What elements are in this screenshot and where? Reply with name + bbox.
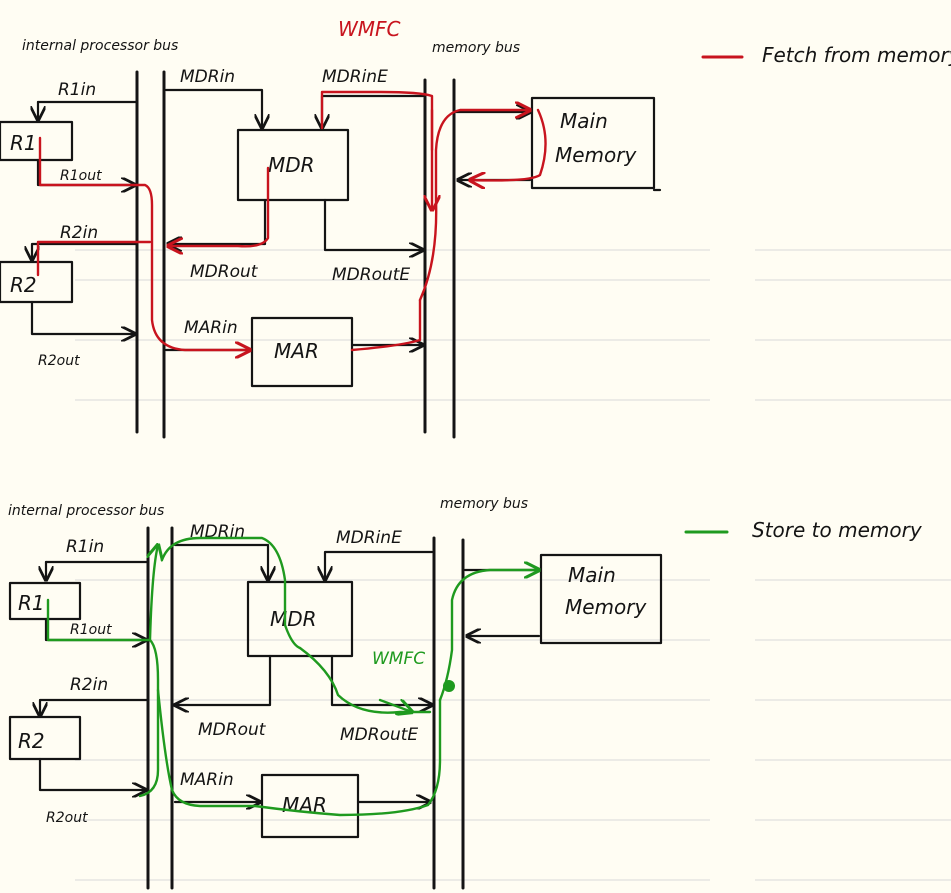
r1out-label: R1out bbox=[60, 168, 102, 184]
store-path-r1 bbox=[46, 598, 160, 798]
r2-label: R2 bbox=[10, 273, 37, 297]
mdrout-label-2: MDRout bbox=[198, 720, 267, 740]
r2in-label-2: R2in bbox=[70, 675, 108, 695]
mar-register bbox=[250, 316, 354, 388]
mdroute-label-2: MDRoutE bbox=[340, 725, 418, 745]
marin-label-2: MARin bbox=[180, 770, 234, 790]
mdrout-label: MDRout bbox=[190, 262, 259, 282]
fetch-path-memory-return bbox=[470, 108, 547, 180]
ruled-lines bbox=[75, 249, 951, 881]
main-memory-2 bbox=[539, 553, 663, 645]
fetch-path-to-r2 bbox=[36, 240, 152, 277]
mdr-register bbox=[236, 128, 350, 202]
memory-label: Memory bbox=[555, 143, 638, 167]
store-path-junction bbox=[443, 680, 455, 692]
fetch-path-mdr-to-bus bbox=[168, 166, 270, 246]
fetch-path-bus-to-memory bbox=[418, 110, 530, 302]
mar-label: MAR bbox=[274, 339, 319, 363]
mdr-label: MDR bbox=[268, 153, 315, 177]
r1in-label-2: R1in bbox=[66, 537, 104, 557]
r2-label-2: R2 bbox=[18, 729, 45, 753]
main-label-2: Main bbox=[568, 563, 616, 587]
r2in-label: R2in bbox=[60, 223, 98, 243]
r1-register bbox=[0, 120, 74, 162]
r1-label-2: R1 bbox=[18, 591, 45, 615]
fetch-path-mar-to-bus bbox=[350, 298, 422, 352]
r2-register bbox=[0, 260, 74, 304]
store-path-mdrin bbox=[160, 536, 302, 650]
r1-label: R1 bbox=[10, 131, 37, 155]
memory-label-2: Memory bbox=[565, 595, 648, 619]
fetch-path-mdrine bbox=[320, 90, 434, 152]
r2out-label: R2out bbox=[38, 353, 80, 369]
r1out-label-2: R1out bbox=[70, 622, 112, 638]
fetch-diagram: internal processor bus memory bus R1 R1i… bbox=[0, 17, 662, 439]
mdr-register-2 bbox=[246, 580, 354, 658]
legend-store-label: Store to memory bbox=[752, 518, 923, 542]
internal-bus-label: internal processor bus bbox=[22, 38, 178, 54]
main-memory bbox=[530, 96, 656, 190]
r2out-label-2: R2out bbox=[46, 810, 88, 826]
internal-bus-label-2: internal processor bus bbox=[8, 503, 164, 519]
store-path-up-bus bbox=[150, 545, 158, 642]
mdrin-label: MDRin bbox=[180, 67, 235, 87]
store-wmfc-label: WMFC bbox=[372, 649, 425, 669]
legend-fetch-label: Fetch from memory bbox=[762, 43, 951, 67]
store-path-mdr-out bbox=[298, 646, 432, 714]
marin-label: MARin bbox=[184, 318, 238, 338]
main-label: Main bbox=[560, 109, 608, 133]
r1in-label: R1in bbox=[58, 80, 96, 100]
store-path-mar bbox=[156, 688, 442, 817]
memory-bus-label-2: memory bus bbox=[440, 496, 528, 512]
mdr-label-2: MDR bbox=[270, 607, 317, 631]
fetch-wmfc-label: WMFC bbox=[338, 17, 401, 41]
legend: Fetch from memory Store to memory bbox=[684, 43, 951, 542]
store-diagram: internal processor bus memory bus R1 R1i… bbox=[8, 496, 663, 890]
mdroute-label: MDRoutE bbox=[332, 265, 410, 285]
store-path-arrow bbox=[378, 698, 412, 712]
memory-bus-label: memory bus bbox=[432, 40, 520, 56]
fetch-path-r1-to-mar bbox=[38, 136, 250, 350]
mdrine-label: MDRinE bbox=[322, 67, 388, 87]
mdrine-label-2: MDRinE bbox=[336, 528, 402, 548]
